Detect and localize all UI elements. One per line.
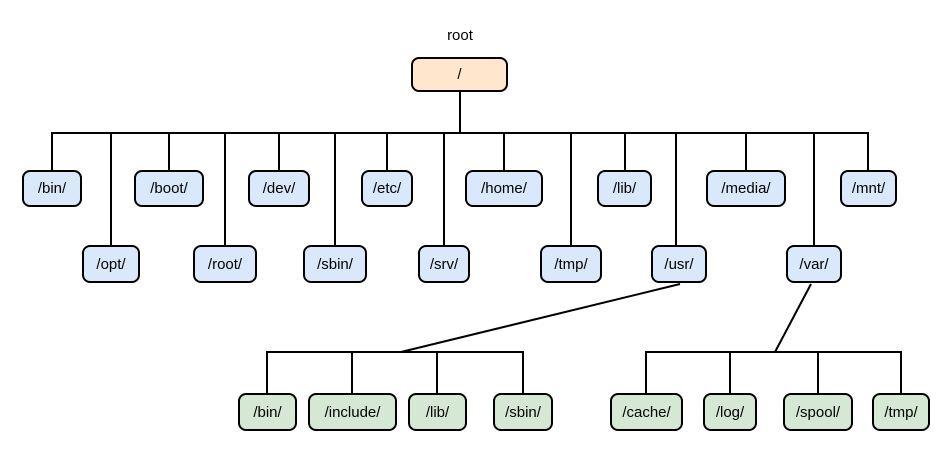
node-usr-include: /include/ [308, 393, 397, 431]
node-var-tmp: /tmp/ [872, 393, 930, 431]
node-root-dir: /root/ [193, 245, 257, 283]
edge-var-diagonal [774, 283, 812, 353]
edge-usr-diagonal [400, 283, 681, 353]
root-caption: root [447, 27, 473, 44]
node-boot: /boot/ [134, 170, 204, 207]
node-mnt: /mnt/ [840, 170, 897, 207]
node-var: /var/ [786, 245, 842, 283]
node-usr-lib: /lib/ [408, 393, 467, 431]
node-srv: /srv/ [418, 245, 470, 283]
node-usr-sbin: /sbin/ [493, 393, 553, 431]
node-home: /home/ [465, 170, 543, 207]
node-var-log: /log/ [703, 393, 757, 431]
node-var-spool: /spool/ [783, 393, 853, 431]
node-usr: /usr/ [651, 245, 707, 283]
node-lib: /lib/ [597, 170, 652, 207]
node-tmp: /tmp/ [540, 245, 602, 283]
node-etc: /etc/ [361, 170, 413, 207]
node-root: / [411, 57, 508, 92]
node-media: /media/ [706, 170, 786, 207]
node-dev: /dev/ [248, 170, 310, 207]
node-opt: /opt/ [82, 245, 140, 283]
node-usr-bin: /bin/ [238, 393, 297, 431]
node-bin: /bin/ [22, 170, 82, 207]
node-var-cache: /cache/ [610, 393, 683, 431]
node-sbin: /sbin/ [303, 245, 367, 283]
